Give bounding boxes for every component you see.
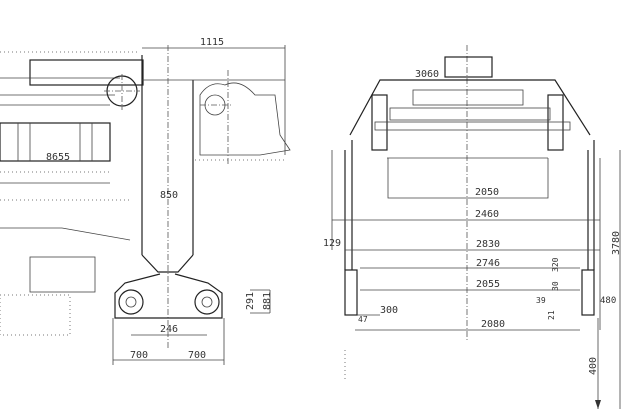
dim-half-left: 700 — [130, 350, 148, 361]
dim-pin-spacing: 246 — [160, 324, 178, 335]
dim-ground-drop: 400 — [588, 357, 599, 375]
dim-column-height: 850 — [160, 190, 178, 201]
dim-side-c: 39 — [536, 296, 546, 305]
dim-foot-label: 300 — [380, 305, 398, 316]
front-view — [331, 45, 621, 409]
dim-total-height: 3780 — [611, 231, 622, 255]
dim-half-right: 700 — [188, 350, 206, 361]
pin-left — [118, 289, 144, 315]
side-view — [0, 45, 291, 365]
dim-width-3: 2830 — [476, 239, 500, 250]
dim-foot-angle: 47 — [358, 315, 368, 324]
dim-base-width: 2080 — [481, 319, 505, 330]
dim-inner-width-2: 2460 — [475, 209, 499, 220]
pin-right — [194, 289, 220, 315]
dim-side-d: 21 — [547, 310, 556, 320]
dim-right-offset: 480 — [600, 296, 616, 306]
dim-pin-height-b: 881 — [262, 292, 273, 310]
dim-inner-width-1: 2050 — [475, 187, 499, 198]
dim-top-label: 3060 — [415, 69, 439, 80]
dim-width-4: 2746 — [476, 258, 500, 269]
dim-body-length: 8655 — [46, 152, 70, 163]
dim-pin-height-a: 291 — [245, 292, 256, 310]
dim-width-5: 2055 — [476, 279, 500, 290]
dim-side-a: 320 — [551, 257, 560, 272]
dim-side-b: 30 — [551, 281, 560, 291]
dim-top-width: 1115 — [200, 37, 224, 48]
dim-left-offset: 129 — [323, 238, 341, 249]
